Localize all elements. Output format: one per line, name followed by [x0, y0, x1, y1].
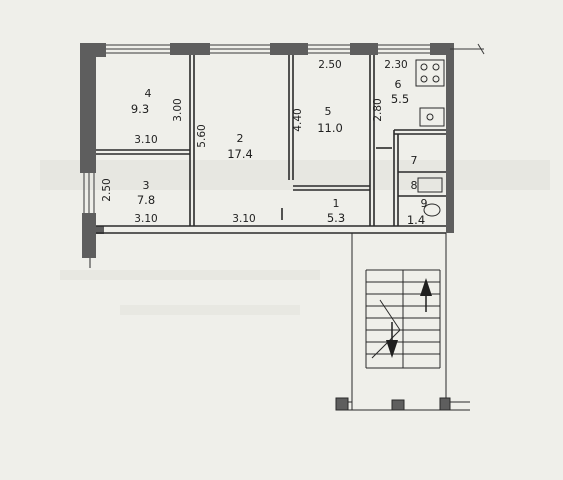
stair-arrows	[386, 278, 432, 358]
room-area: 9.3	[131, 102, 149, 116]
kitchen-fixtures	[415, 59, 445, 217]
dimension-room2-height: 5.60	[196, 124, 208, 147]
interior-walls	[96, 55, 446, 234]
windows-top	[106, 43, 485, 55]
dimension-room2-width: 3.10	[232, 213, 255, 225]
background-watermark	[40, 160, 550, 315]
window-left	[83, 173, 95, 213]
outer-walls	[80, 43, 454, 258]
dimension-room4-width: 3.10	[134, 134, 157, 146]
room-number: 6	[395, 78, 402, 91]
room-number: 2	[237, 132, 244, 145]
dimension-room4-height: 3.00	[172, 98, 184, 121]
dimension-labels: 2.50 2.30 3.10 3.10 3.10 3.00 5.60 4.40 …	[101, 59, 408, 225]
room-labels: 4 9.3 2 17.4 5 11.0 6 5.5 3 7.8 1 5.3 7 …	[131, 78, 428, 227]
room-area: 7.8	[137, 193, 155, 207]
staircase	[335, 233, 470, 411]
room-number: 4	[145, 87, 152, 100]
dimension-room6-height: 2.80	[372, 98, 384, 121]
dimension-top-room5: 2.50	[318, 59, 341, 71]
room-number: 3	[143, 179, 150, 192]
room-area: 5.5	[391, 92, 409, 106]
dimension-top-room6: 2.30	[384, 59, 407, 71]
room-number: 5	[325, 105, 332, 118]
room-area: 17.4	[227, 147, 253, 161]
dimension-room3-height: 2.50	[101, 178, 113, 201]
room-number: 9	[421, 197, 428, 210]
room-area: 11.0	[317, 121, 343, 135]
room-area: 1.4	[407, 213, 425, 227]
room-number: 8	[411, 179, 418, 192]
room-number: 1	[333, 197, 340, 210]
arrow-down-icon	[386, 340, 398, 358]
arrow-up-icon	[420, 278, 432, 296]
dimension-room5-height: 4.40	[292, 108, 304, 131]
room-number: 7	[411, 154, 418, 167]
dimension-room3-width: 3.10	[134, 213, 157, 225]
room-area: 5.3	[327, 211, 345, 225]
